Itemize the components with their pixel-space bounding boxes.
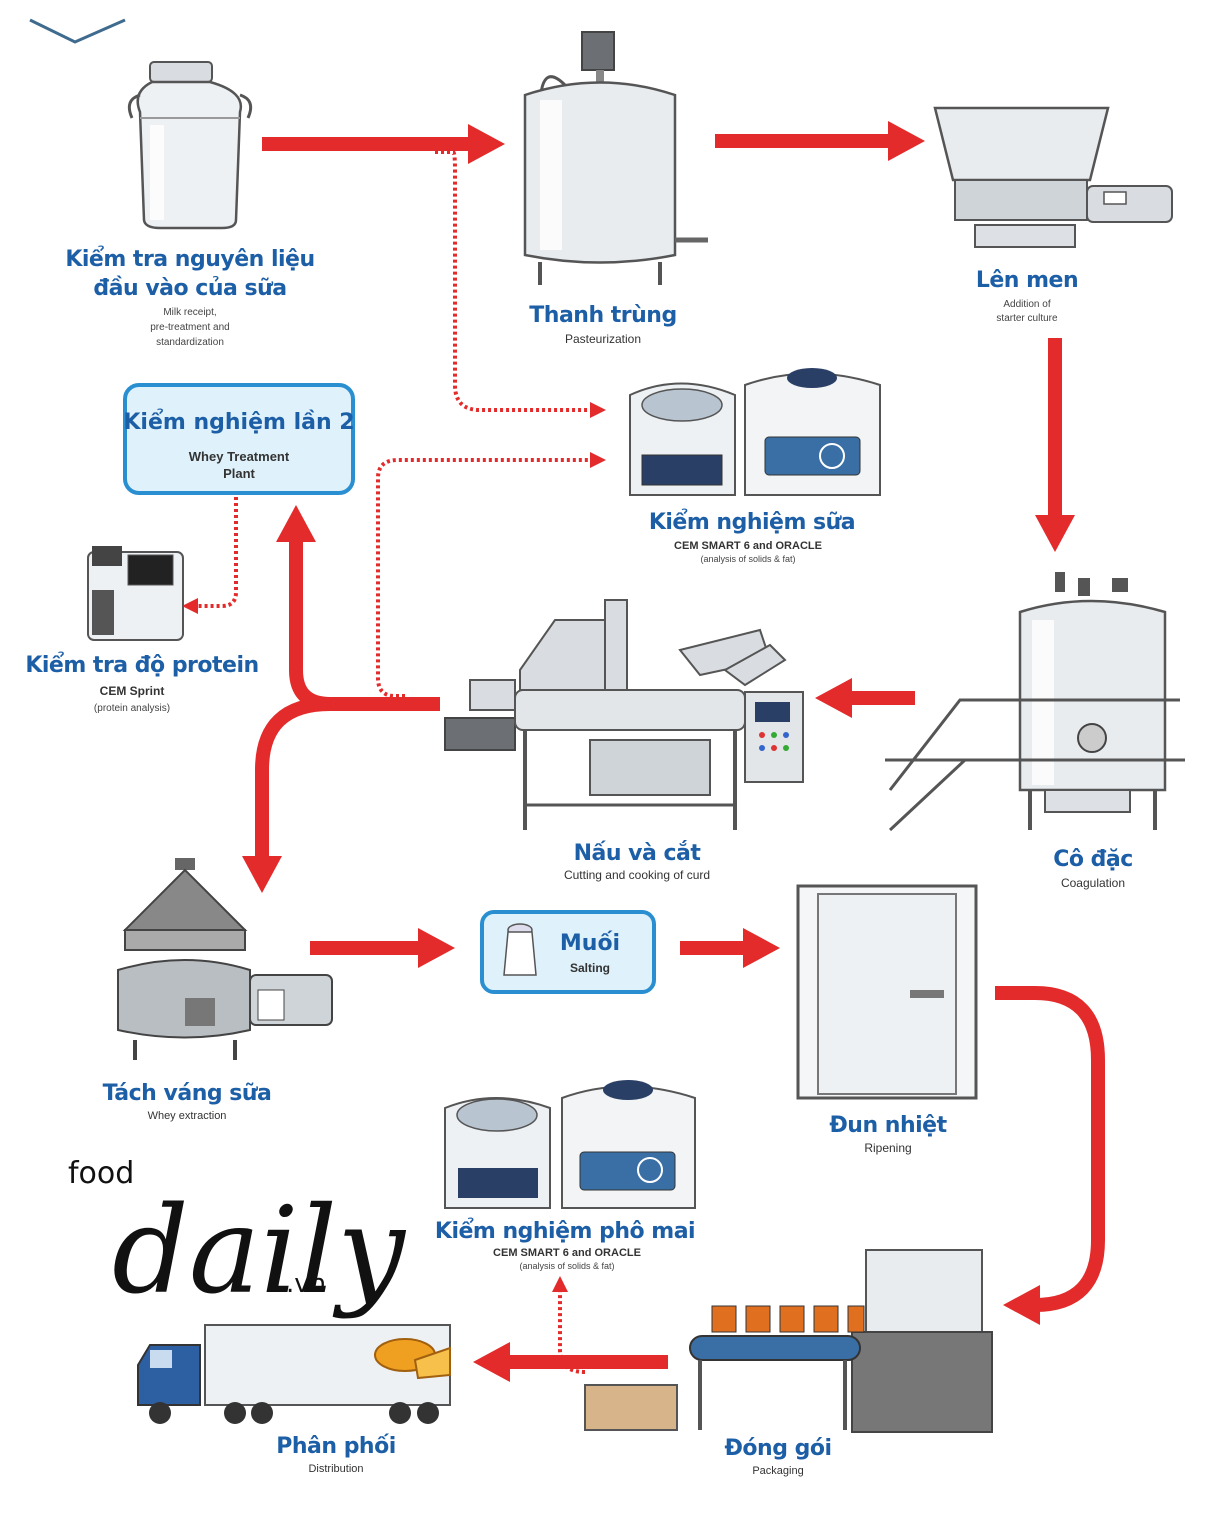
packaging-line-icon	[584, 1249, 993, 1433]
salting-sub: Salting	[570, 961, 610, 975]
milk-sub-line1: Milk receipt,	[163, 307, 216, 318]
whey-sub: Whey extraction	[148, 1110, 227, 1122]
whey-separator-icon	[117, 858, 333, 1060]
coagulation-title: Cô đặc	[1053, 847, 1133, 872]
distribution-sub: Distribution	[308, 1463, 363, 1475]
milk-test-note: (analysis of solids & fat)	[700, 554, 795, 564]
milk-can-icon	[127, 61, 253, 230]
coagulation-sub: Coagulation	[1061, 876, 1125, 890]
milk-test-sub: CEM SMART 6 and ORACLE	[674, 540, 822, 552]
dotted-whey-sample-arrow	[376, 458, 592, 698]
dotted-cheese-sample-arrow	[558, 1290, 586, 1374]
milk-title-line1: Kiểm tra nguyên liệu	[65, 246, 314, 272]
arrowhead	[743, 928, 780, 968]
dotted-protein-arrow	[196, 497, 238, 608]
protein-analyzer-icon	[87, 546, 184, 641]
arrowhead	[473, 1342, 510, 1382]
coagulation-tank-icon	[885, 572, 1185, 832]
packaging-title: Đóng gói	[724, 1436, 831, 1461]
protein-title: Kiểm tra độ protein	[25, 652, 258, 678]
ripening-title: Đun nhiệt	[829, 1113, 947, 1138]
cheese-test-title: Kiểm nghiệm phô mai	[435, 1218, 695, 1244]
flow-arrows	[182, 121, 1105, 1382]
protein-note: (protein analysis)	[94, 703, 170, 714]
cheese-test-note: (analysis of solids & fat)	[519, 1261, 614, 1271]
arrowhead	[888, 121, 925, 161]
salt-shaker-icon	[503, 923, 537, 976]
whey-title: Tách váng sữa	[103, 1081, 272, 1106]
milk-analyzers-icon	[629, 368, 881, 496]
arrowhead	[242, 856, 282, 893]
arrow-cooking-to-whey	[255, 697, 331, 858]
second-test-sub1: Whey Treatment	[189, 449, 290, 464]
logo-daily-text: daily	[112, 1182, 407, 1321]
ripening-room-icon	[796, 884, 978, 1100]
arrow-ripening-to-packaging	[995, 986, 1105, 1312]
fermentation-title: Lên men	[976, 268, 1078, 293]
protein-sub: CEM Sprint	[100, 684, 165, 698]
arrowhead	[468, 124, 505, 164]
arrow-cooking-to-second-test	[289, 540, 440, 711]
milk-sub-line3: standardization	[156, 337, 224, 348]
second-test-box: Kiểm nghiệm lần 2 Whey Treatment Plant	[123, 383, 355, 495]
distribution-title: Phân phối	[276, 1434, 396, 1459]
second-test-title: Kiểm nghiệm lần 2	[123, 409, 354, 435]
cooking-sub: Cutting and cooking of curd	[564, 868, 710, 882]
logo-vn-text: .vn	[286, 1269, 326, 1299]
pasteurization-sub: Pasteurization	[565, 332, 641, 346]
ripening-sub: Ripening	[864, 1141, 911, 1155]
arrowhead	[418, 928, 455, 968]
milk-sub-line2: pre-treatment and	[150, 322, 230, 333]
arrowhead	[1003, 1285, 1040, 1325]
cooking-machine-icon	[444, 599, 804, 830]
cheese-test-sub: CEM SMART 6 and ORACLE	[493, 1247, 641, 1259]
logo-food-text: food	[68, 1156, 134, 1191]
arrowhead	[1035, 515, 1075, 552]
arrowhead	[276, 505, 316, 542]
cooking-title: Nấu và cắt	[574, 840, 702, 866]
milk-title-line2: đầu vào của sữa	[93, 276, 286, 301]
fermentation-sub2: starter culture	[996, 313, 1058, 324]
milk-test-title: Kiểm nghiệm sữa	[649, 509, 855, 535]
arrowhead	[815, 678, 852, 718]
salting-title: Muối	[560, 931, 620, 956]
cheese-analyzers-icon	[444, 1080, 696, 1209]
second-test-sub2: Plant	[223, 466, 255, 481]
packaging-sub: Packaging	[752, 1465, 803, 1477]
truck-icon	[137, 1324, 451, 1424]
dotted-milk-sample-arrow	[435, 150, 592, 412]
fermentation-sub1: Addition of	[1003, 299, 1050, 310]
pasteurization-tank-icon	[523, 31, 708, 285]
fooddaily-logo: food daily .vn	[68, 1156, 407, 1321]
pasteurization-title: Thanh trùng	[529, 303, 676, 328]
salting-box: Muối Salting	[480, 910, 656, 994]
fermentation-vat-icon	[933, 106, 1173, 248]
corner-mark	[29, 18, 126, 44]
